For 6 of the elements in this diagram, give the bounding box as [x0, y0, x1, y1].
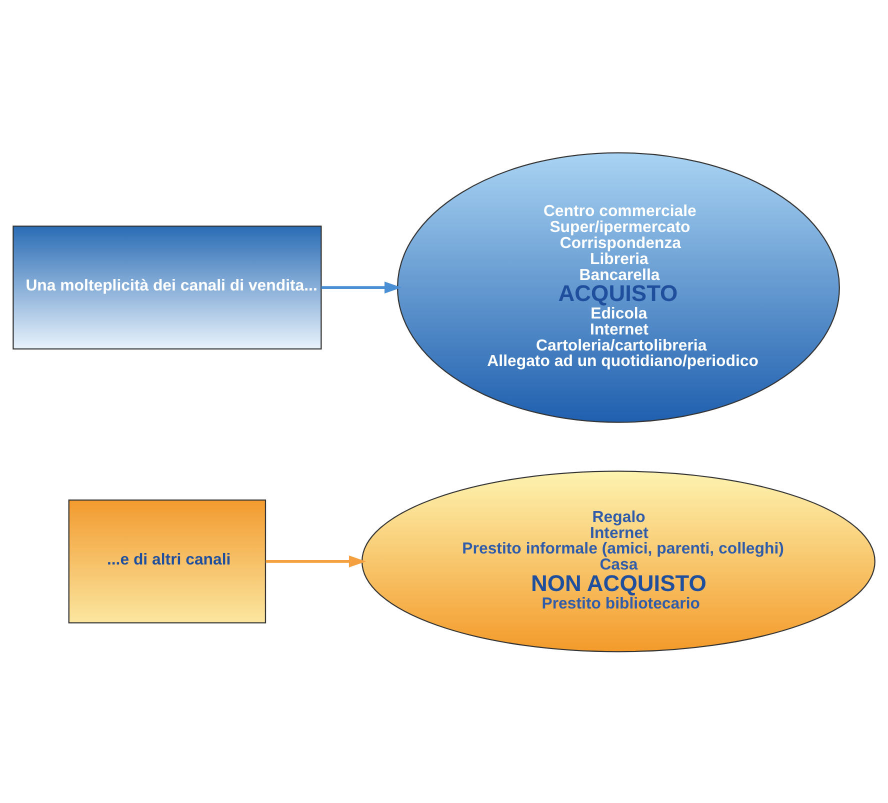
node-box: Una molteplicità dei canali di vendita...	[12, 225, 322, 349]
node-box: ...e di altri canali	[68, 499, 266, 623]
arrow	[266, 554, 366, 567]
node-ellipse: Centro commerciale Super/ipermercato Corrispondenza Libreria Bancarella ACQUISTO Edicola Internet Cartoleria/cartolibreria Allegato ad un quotidiano/periodico	[396, 152, 840, 422]
arrow	[321, 281, 402, 294]
node-ellipse: Regalo Internet Prestito informale (amici, parenti, colleghi) Casa NON ACQUISTO Prestito bibliotecario	[361, 470, 876, 652]
